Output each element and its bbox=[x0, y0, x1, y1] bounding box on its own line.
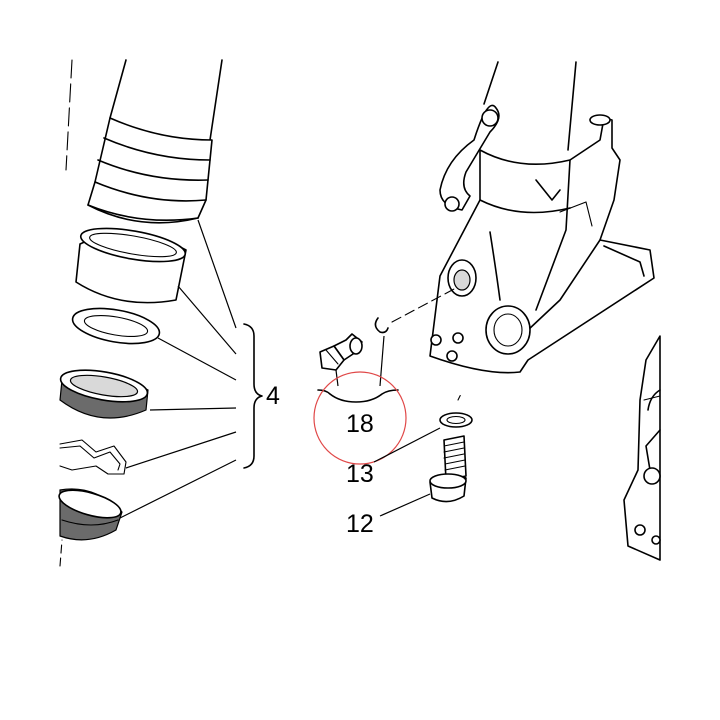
assembly-axis-line bbox=[391, 287, 457, 323]
dust-seal bbox=[58, 488, 123, 567]
circlip bbox=[59, 439, 127, 475]
callout-4-label: 4 bbox=[266, 382, 280, 410]
callout-4-leaders bbox=[119, 219, 263, 519]
callout-12-leader bbox=[379, 493, 431, 517]
sealing-washer bbox=[439, 391, 473, 428]
fork-slider bbox=[429, 61, 655, 374]
bleed-screw bbox=[319, 333, 363, 371]
callout-18-brace bbox=[317, 389, 399, 403]
callout-18-label: 18 bbox=[346, 410, 374, 438]
highlight-circle bbox=[313, 371, 407, 465]
fork-tube bbox=[65, 59, 223, 224]
bushing-ring bbox=[75, 227, 187, 304]
hollow-bolt bbox=[429, 435, 467, 503]
brake-caliper-partial bbox=[623, 335, 661, 561]
callout-12-label: 12 bbox=[346, 510, 374, 538]
bleed-cap bbox=[374, 317, 389, 334]
oil-seal bbox=[59, 369, 149, 419]
flat-washer bbox=[71, 307, 161, 345]
callout-18-leader-b bbox=[379, 335, 385, 387]
callout-13-label: 13 bbox=[346, 460, 374, 488]
callout-13-leader bbox=[373, 427, 441, 463]
